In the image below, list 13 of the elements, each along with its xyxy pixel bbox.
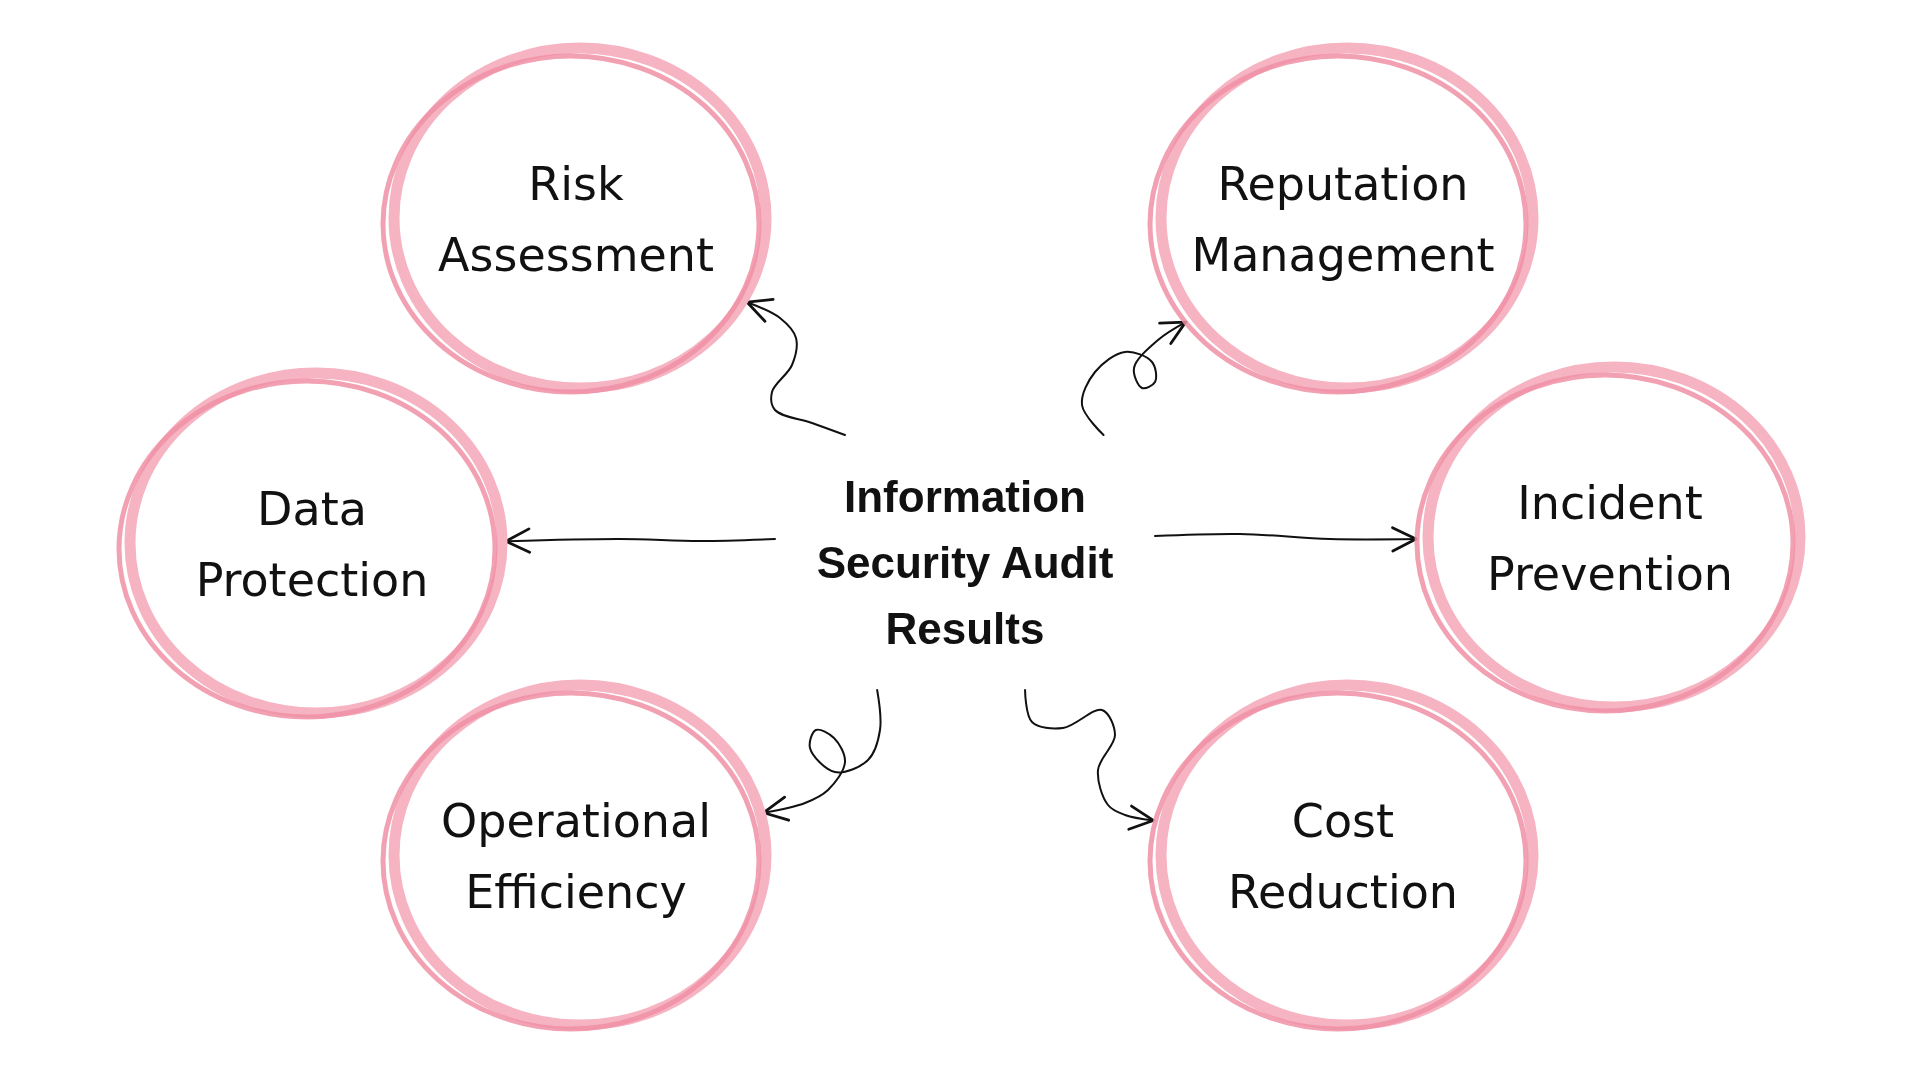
curvy-arrow [504,527,776,554]
curvy-arrow [762,689,882,822]
node-label: Cost Reduction [1227,792,1459,921]
center-label: Information Security Audit Results [815,470,1115,655]
node-label: Operational Efficiency [440,792,712,921]
curvy-arrow [1024,689,1155,831]
node-label: Incident Prevention [1486,474,1734,603]
curvy-arrow [745,298,846,436]
node-label: Data Protection [194,480,430,609]
node-label: Reputation Management [1190,155,1496,284]
node-label: Risk Assessment [437,155,715,284]
curvy-arrow [1154,526,1418,553]
curvy-arrow [1080,320,1187,436]
